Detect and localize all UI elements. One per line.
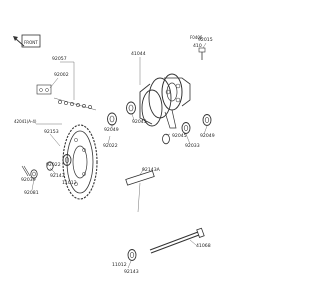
label-92143: 92143 (50, 173, 65, 179)
distance-collar (125, 170, 155, 186)
leader-lines (31, 42, 208, 269)
label-92039: 92039 (21, 177, 36, 183)
corner-code: F0406 (190, 35, 203, 40)
label-92057: 92057 (52, 56, 67, 62)
label-410: 410 (193, 43, 202, 49)
label-41068: 41068 (196, 243, 211, 249)
label-92143-b: 92143 (124, 269, 139, 275)
axle-nut-and-pin (21, 165, 36, 177)
label-92002: 92002 (54, 72, 69, 78)
label-92143a: 92143A (142, 167, 161, 173)
label-92049-b: 92049 (200, 133, 215, 139)
front-arrow-icon: FRONT (13, 34, 41, 48)
label-92022-b: 92022 (46, 162, 61, 168)
label-11012-a: 11012 (62, 180, 77, 186)
label-92049-a: 92049 (104, 127, 119, 133)
label-92081: 92081 (24, 190, 39, 196)
sprocket-bolts (36, 84, 97, 111)
label-92033: 92033 (185, 143, 200, 149)
label-41044: 41044 (131, 51, 146, 57)
label-11012-b: 11012 (112, 262, 127, 268)
label-92045-b: 92045 (172, 133, 187, 139)
parts-diagram-canvas: FRONT F0406 (13, 34, 215, 275)
sprocket (62, 124, 98, 200)
top-bolt (198, 47, 206, 60)
label-92015: 92015 (198, 37, 213, 43)
label-92045-a: 92045 (132, 119, 147, 125)
rear-hub (139, 73, 191, 129)
svg-text:FRONT: FRONT (24, 40, 38, 45)
label-92022: 92022 (103, 143, 118, 149)
label-92153: 92153 (44, 129, 59, 135)
rear-axle (127, 227, 205, 261)
label-42041: 42041(A-4) (14, 119, 37, 124)
rear-hub-exploded-diagram: FRONT F0406 (13, 34, 215, 275)
